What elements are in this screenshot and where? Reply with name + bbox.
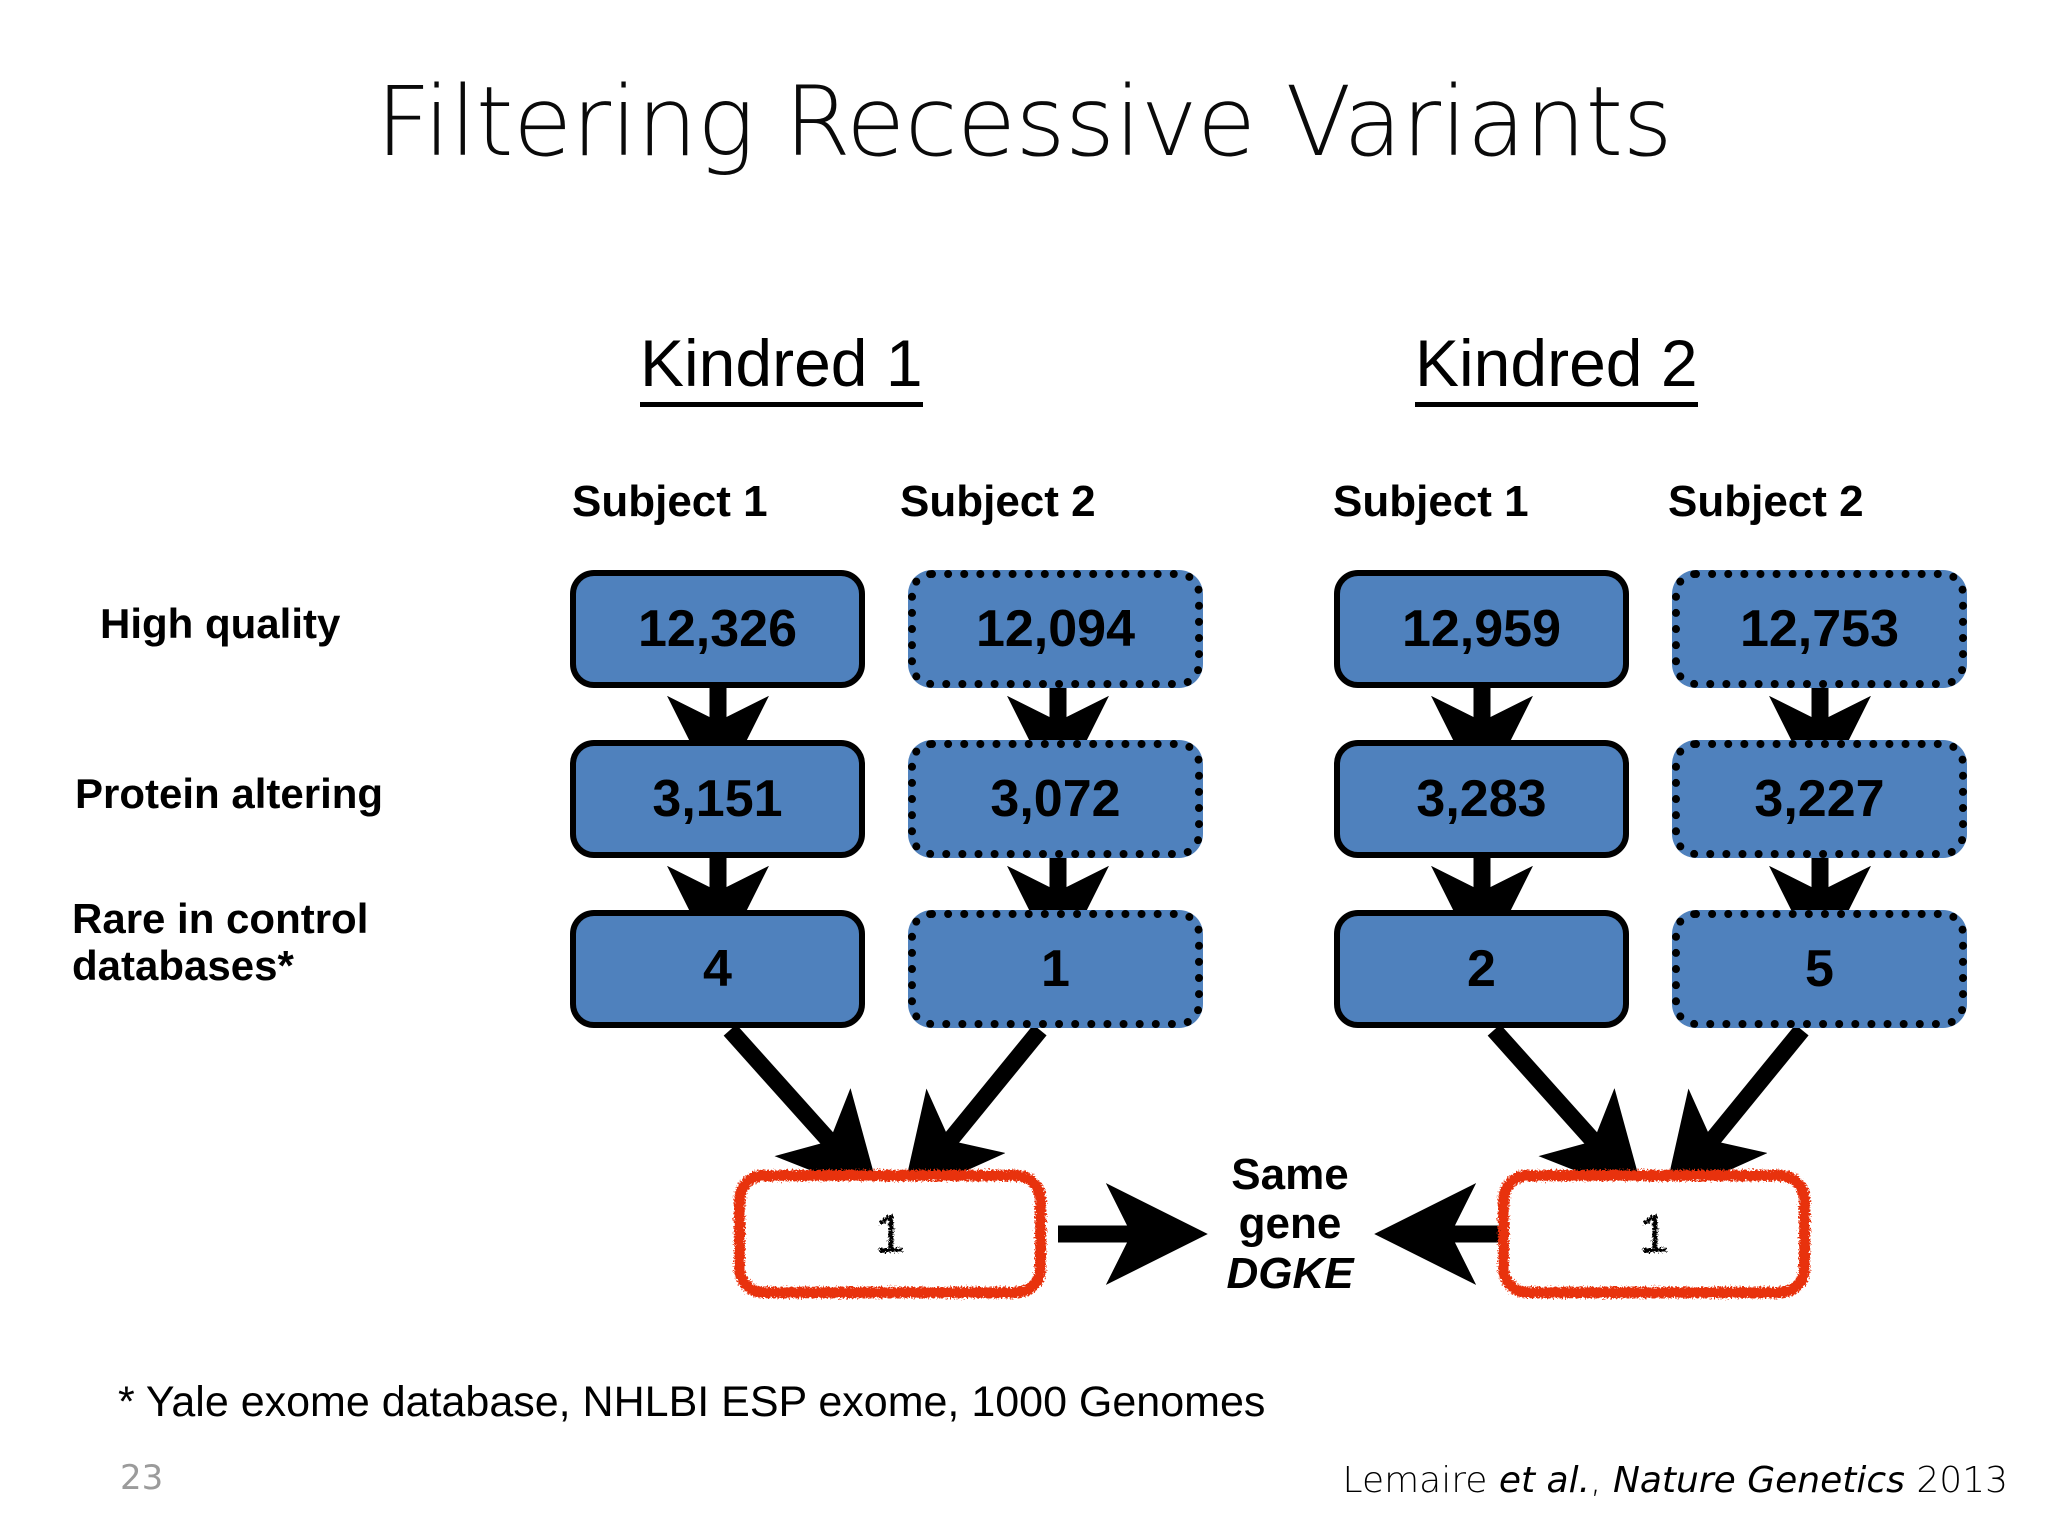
kindred-1-label: Kindred 1 [640, 330, 923, 407]
row-label-rare-in-control: Rare in control databases* [72, 895, 369, 990]
node-k2-s1-rare-in-control: 2 [1334, 910, 1629, 1028]
gene-name: DGKE [1226, 1248, 1354, 1298]
footnote: * Yale exome database, NHLBI ESP exome, … [118, 1378, 1266, 1426]
citation-etal: et al. [1498, 1460, 1591, 1501]
same-gene-line1: Same [1231, 1150, 1349, 1199]
node-k1-s1-rare-in-control: 4 [570, 910, 865, 1028]
citation: Lemaire et al., Nature Genetics 2013 [1343, 1460, 2008, 1501]
node-k1-s1-high-quality: 12,326 [570, 570, 865, 688]
page-title: Filtering Recessive Variants [375, 66, 1673, 178]
node-k2-s2-high-quality: 12,753 [1672, 570, 1967, 688]
result-box-kindred-1: 1 [734, 1170, 1046, 1298]
citation-journal: Nature Genetics [1612, 1460, 1905, 1501]
citation-comma: , [1590, 1460, 1613, 1501]
node-k2-s2-rare-in-control: 5 [1672, 910, 1967, 1028]
node-k2-s2-protein-altering: 3,227 [1672, 740, 1967, 858]
node-k1-s2-protein-altering: 3,072 [908, 740, 1203, 858]
node-k1-s2-rare-in-control: 1 [908, 910, 1203, 1028]
row-label-high-quality: High quality [100, 600, 341, 647]
kindred-2-label: Kindred 2 [1415, 330, 1698, 407]
node-k2-s1-high-quality: 12,959 [1334, 570, 1629, 688]
citation-author: Lemaire [1342, 1460, 1499, 1501]
node-k1-s1-protein-altering: 3,151 [570, 740, 865, 858]
same-gene-annotation: Same gene DGKE [1175, 1150, 1405, 1298]
kindred-1-header: Kindred 1 [640, 330, 923, 407]
kindred-2-header: Kindred 2 [1415, 330, 1698, 407]
same-gene-line2: gene [1238, 1199, 1342, 1249]
node-k1-s2-high-quality: 12,094 [908, 570, 1203, 688]
row-label-protein-altering: Protein altering [75, 770, 384, 817]
subject-header-k1-s2: Subject 2 [900, 477, 1096, 526]
result-box-kindred-2: 1 [1498, 1170, 1810, 1298]
node-k2-s1-protein-altering: 3,283 [1334, 740, 1629, 858]
subject-header-k2-s2: Subject 2 [1668, 477, 1864, 526]
page-number: 23 [120, 1458, 164, 1498]
subject-header-k2-s1: Subject 1 [1333, 477, 1529, 526]
subject-header-k1-s1: Subject 1 [572, 477, 768, 526]
citation-year: 2013 [1904, 1460, 2008, 1501]
